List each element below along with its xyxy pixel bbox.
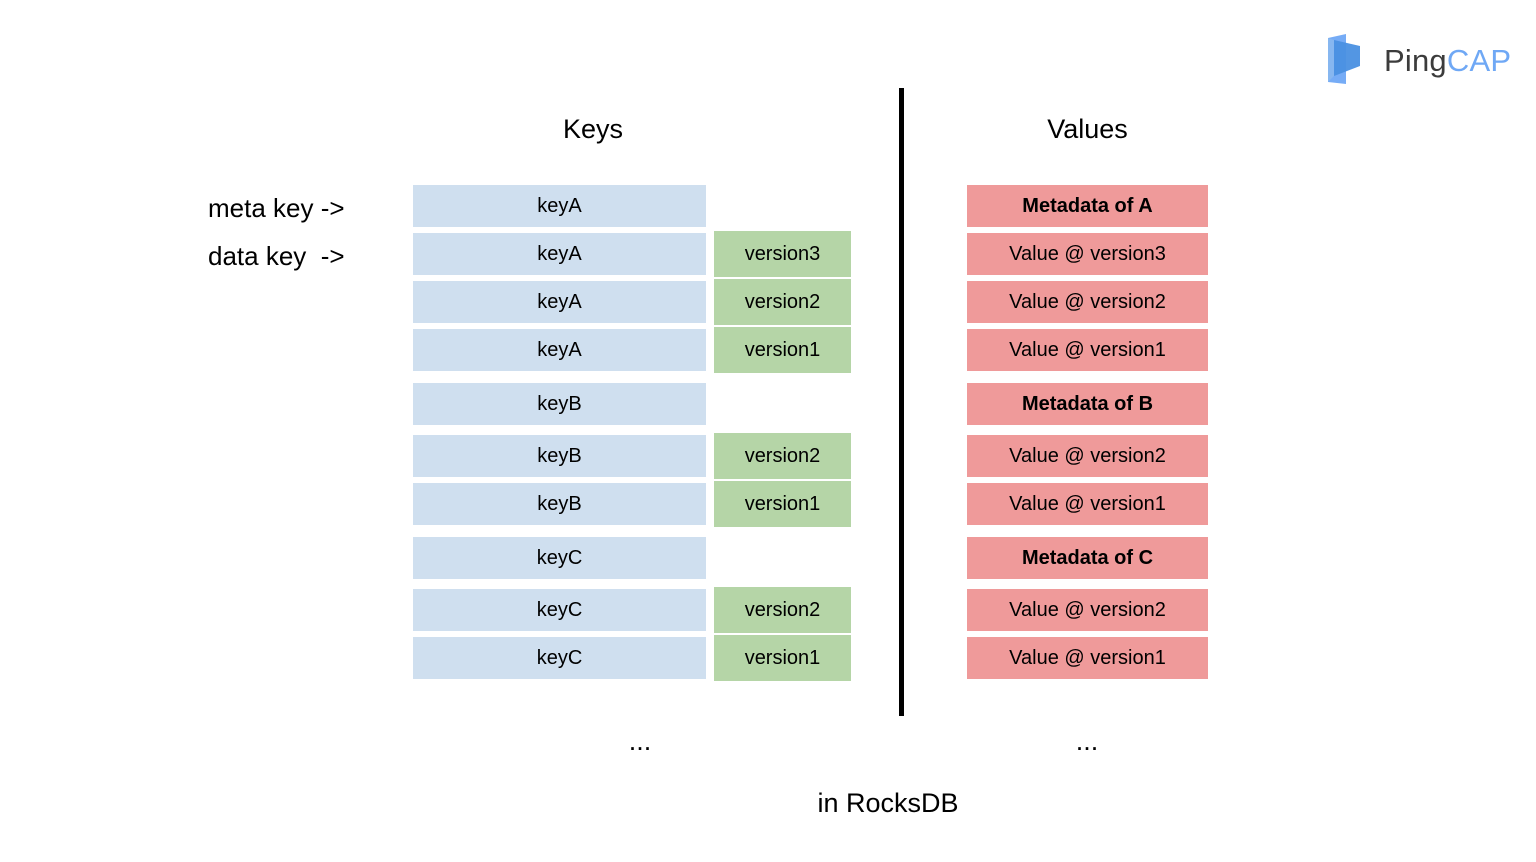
pingcap-logo-text: PingCAP: [1384, 45, 1511, 76]
key-cell: keyA: [413, 281, 706, 323]
values-column-header: Values: [1047, 114, 1128, 144]
key-cell: keyA: [413, 329, 706, 371]
version-cell: version3: [714, 231, 851, 277]
logo-text-cap: CAP: [1446, 42, 1512, 78]
version-cell: version2: [714, 587, 851, 633]
key-cell: keyA: [413, 185, 706, 227]
key-cell: keyC: [413, 637, 706, 679]
value-cell: Value @ version3: [967, 233, 1208, 275]
data-key-annotation: data key ->: [208, 241, 345, 271]
diagram-caption: in RocksDB: [817, 788, 959, 818]
meta-key-annotation: meta key ->: [208, 193, 345, 223]
metadata-value-cell: Metadata of B: [967, 383, 1208, 425]
value-cell: Value @ version2: [967, 589, 1208, 631]
keys-values-divider: [899, 88, 904, 716]
value-cell: Value @ version2: [967, 435, 1208, 477]
pingcap-logo: PingCAP: [1316, 32, 1516, 88]
key-cell: keyB: [413, 483, 706, 525]
value-cell: Value @ version1: [967, 329, 1208, 371]
version-cell: version2: [714, 279, 851, 325]
version-cell: version2: [714, 433, 851, 479]
keys-ellipsis: ...: [628, 726, 652, 756]
logo-text-ping: Ping: [1384, 42, 1447, 78]
key-cell: keyB: [413, 435, 706, 477]
value-cell: Value @ version1: [967, 483, 1208, 525]
key-cell: keyC: [413, 537, 706, 579]
value-cell: Value @ version1: [967, 637, 1208, 679]
keys-column-header: Keys: [562, 114, 624, 144]
pingcap-logo-icon: [1316, 32, 1372, 88]
key-cell: keyA: [413, 233, 706, 275]
key-cell: keyB: [413, 383, 706, 425]
values-ellipsis: ...: [1075, 726, 1099, 756]
version-cell: version1: [714, 635, 851, 681]
key-cell: keyC: [413, 589, 706, 631]
version-cell: version1: [714, 481, 851, 527]
version-cell: version1: [714, 327, 851, 373]
metadata-value-cell: Metadata of A: [967, 185, 1208, 227]
metadata-value-cell: Metadata of C: [967, 537, 1208, 579]
value-cell: Value @ version2: [967, 281, 1208, 323]
